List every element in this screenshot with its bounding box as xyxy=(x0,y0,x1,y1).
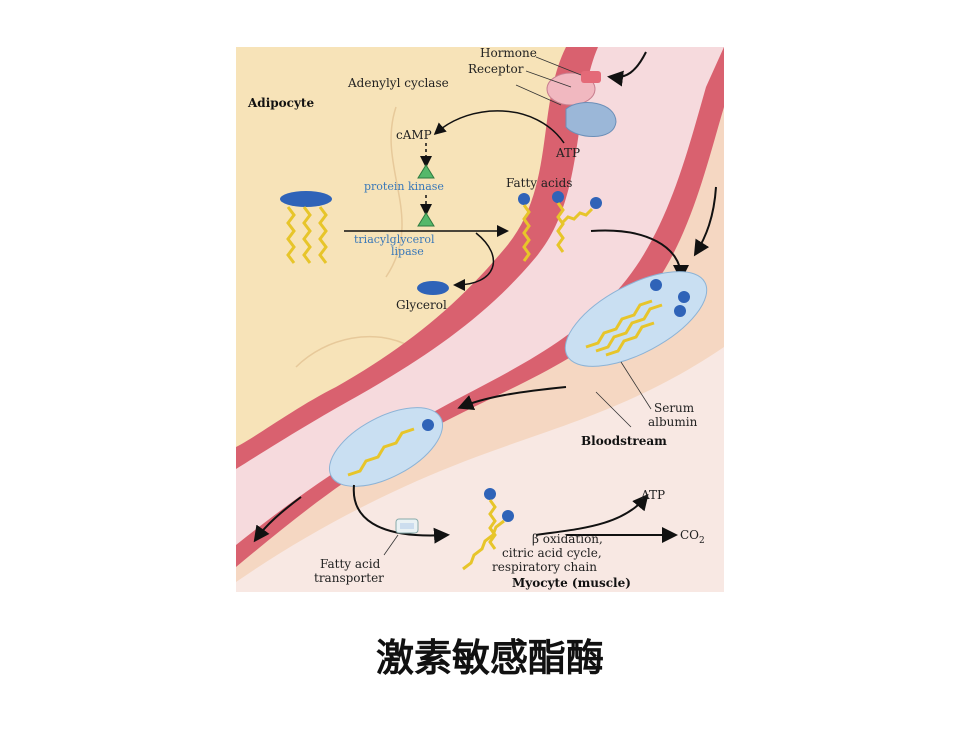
vessel-flow-arrow-bottom xyxy=(253,496,302,543)
label-co2: CO2 xyxy=(680,528,705,546)
fatty-acid-transporter-icon xyxy=(395,518,419,534)
fatty-acids-to-blood-arrow xyxy=(590,229,689,281)
atp-to-camp-arrow xyxy=(433,110,565,144)
adenylyl-cyclase-shape xyxy=(565,102,617,137)
lipase-to-glycerol-arrow xyxy=(453,232,495,291)
label-protein-kinase: protein kinase xyxy=(364,180,444,193)
vessel-lumen xyxy=(236,47,724,545)
label-adipocyte: Adipocyte xyxy=(247,96,314,110)
label-atp-top: ATP xyxy=(555,146,580,160)
myocyte-to-atp-arrow xyxy=(535,493,649,536)
adipocyte-inner-lines xyxy=(295,106,412,368)
glycerol-molecule xyxy=(417,281,449,295)
label-tag-lipase-2: lipase xyxy=(391,245,424,258)
label-camp: cAMP xyxy=(396,128,432,142)
label-bloodstream: Bloodstream xyxy=(581,434,667,448)
albumin-to-albumin-arrow xyxy=(457,386,567,410)
label-albumin: albumin xyxy=(648,415,698,429)
serum-albumin-complex-1 xyxy=(564,271,708,367)
fatty-acids-molecules xyxy=(518,191,602,262)
label-fatty-acids: Fatty acids xyxy=(506,176,572,190)
label-atp-bottom: ATP xyxy=(640,488,665,502)
albumin-to-myocyte-arrow xyxy=(352,484,450,544)
serum-albumin-complex-2 xyxy=(328,407,444,487)
label-citric-acid-cycle: citric acid cycle, xyxy=(502,546,602,560)
label-beta-oxidation: β oxidation, xyxy=(532,532,603,546)
label-hormone: Hormone xyxy=(480,47,537,60)
serum-albumin-pointer xyxy=(620,361,652,410)
hormone-shape xyxy=(581,71,601,83)
vessel-flow-arrow-top xyxy=(693,186,717,257)
label-transporter-1: Fatty acid xyxy=(320,557,381,571)
label-serum: Serum xyxy=(654,401,695,415)
label-myocyte: Myocyte (muscle) xyxy=(512,576,631,590)
myocyte-cell xyxy=(236,347,724,592)
label-tag-lipase-1: triacylglycerol xyxy=(354,233,435,246)
label-glycerol: Glycerol xyxy=(396,298,447,312)
label-receptor: Receptor xyxy=(468,62,524,76)
lipase-icon xyxy=(417,212,435,227)
label-transporter-2: transporter xyxy=(314,571,384,585)
protein-kinase-icon xyxy=(417,164,435,179)
adipocyte-cell xyxy=(236,47,566,447)
hormone-arrow xyxy=(607,51,647,87)
slide-caption: 激素敏感酯酶 xyxy=(375,636,604,680)
triacylglycerol-molecule xyxy=(280,191,332,264)
label-adenylyl-cyclase: Adenylyl cyclase xyxy=(347,76,449,90)
bloodstream-pointer xyxy=(595,391,632,428)
myocyte-fatty-acids xyxy=(462,488,514,571)
lipolysis-diagram: Hormone Receptor Adenylyl cyclase Adipoc… xyxy=(236,46,724,592)
label-respiratory-chain: respiratory chain xyxy=(492,560,597,574)
